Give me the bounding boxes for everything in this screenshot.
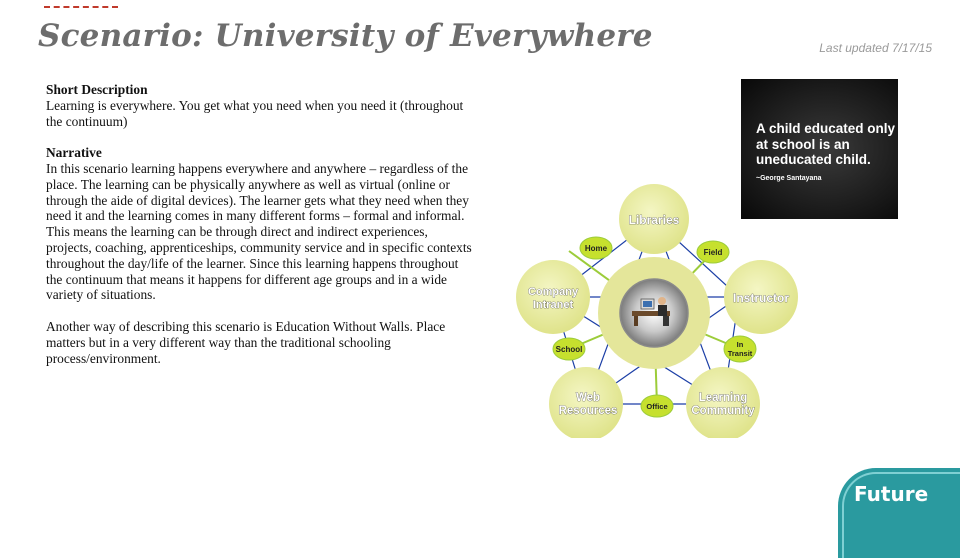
slide-title: Scenario: University of Everywhere: [38, 18, 653, 54]
learner-at-computer-icon: [632, 297, 670, 326]
learning-places-diagram: Libraries Instructor Learning Community …: [516, 184, 798, 438]
node-web-resources: Web Resources: [549, 367, 623, 438]
quote-text: A child educated only at school is an un…: [756, 121, 896, 167]
accent-dash-line: [44, 6, 118, 8]
quote-image: A child educated only at school is an un…: [741, 79, 898, 219]
center-hub: [598, 257, 710, 369]
node-learning-community-label-2: Community: [691, 405, 755, 417]
node-learning-community: Learning Community: [686, 367, 760, 438]
short-description-heading: Short Description: [46, 82, 148, 97]
future-logo: Future: [838, 468, 960, 558]
node-company-intranet: Company Intranet: [516, 260, 590, 334]
node-in-transit: In Transit: [723, 335, 757, 363]
node-learning-community-label-1: Learning: [699, 392, 748, 404]
last-updated-label: Last updated 7/17/15: [819, 41, 932, 55]
node-company-intranet-label-2: Intranet: [533, 299, 574, 311]
node-home: Home: [579, 236, 613, 260]
node-field-label: Field: [704, 248, 723, 257]
node-in-transit-label-1: In: [737, 340, 744, 349]
node-office-label: Office: [646, 402, 667, 411]
quote-author: ~George Santayana: [756, 174, 822, 182]
quote-text-block: A child educated only at school is an un…: [756, 121, 896, 186]
node-libraries-label: Libraries: [629, 213, 680, 227]
node-home-label: Home: [585, 244, 608, 253]
short-description-text: Learning is everywhere. You get what you…: [46, 97, 464, 129]
scenario-text: Short Description Learning is everywhere…: [46, 82, 476, 382]
node-office: Office: [640, 394, 674, 418]
narrative-paragraph-2: Another way of describing this scenario …: [46, 318, 446, 366]
node-instructor-label: Instructor: [733, 291, 789, 305]
narrative-paragraph-1: In this scenario learning happens everyw…: [46, 160, 472, 303]
narrative-heading: Narrative: [46, 145, 102, 161]
node-field: Field: [696, 240, 730, 264]
node-web-resources-label-1: Web: [576, 392, 600, 404]
node-school-label: School: [556, 345, 583, 354]
node-instructor: Instructor: [724, 260, 798, 334]
node-company-intranet-label-1: Company: [528, 286, 579, 298]
node-libraries: Libraries: [619, 184, 689, 254]
node-school: School: [552, 337, 586, 361]
node-web-resources-label-2: Resources: [559, 405, 618, 417]
future-logo-text: Future: [854, 482, 929, 506]
node-in-transit-label-2: Transit: [728, 349, 753, 358]
